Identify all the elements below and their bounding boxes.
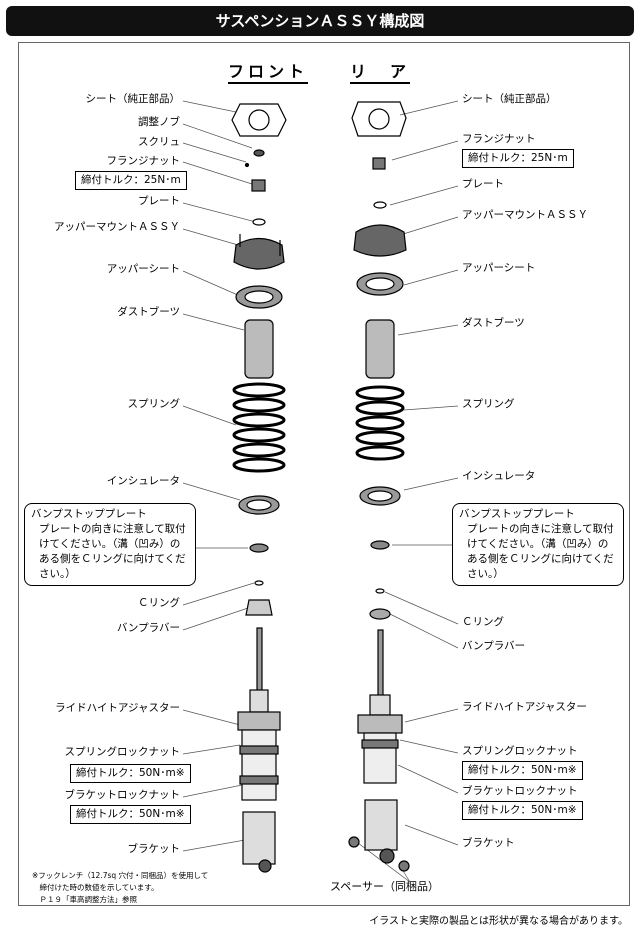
rear-label-bracket-lock: ブラケットロックナット [462, 785, 578, 797]
rear-label-c-ring: Ｃリング [462, 616, 504, 628]
rear-label-spacer: スペーサー（同梱品） [330, 880, 440, 893]
front-label-spring-lock: スプリングロックナット [64, 746, 181, 758]
front-label-bracket: ブラケット [127, 843, 181, 855]
callout-line: プレートの向きに注意して取付 [39, 523, 186, 535]
bump-stop-callout-rear: バンプストッププレート プレートの向きに注意して取付 けてください。（溝（凹み）… [452, 503, 624, 586]
leader-lines [182, 100, 459, 883]
callout-line: けてください。（溝（凹み）の [467, 538, 609, 550]
rear-header: リ ア [350, 62, 411, 84]
rear-label-bracket: ブラケット [462, 837, 515, 849]
rear-label-spring-lock: スプリングロックナット [462, 745, 578, 757]
front-label-knob: 調整ノブ [138, 116, 180, 128]
rear-torque-spring-lock: 締付トルク：50N･m※ [462, 761, 583, 780]
front-label-seat: シート（純正部品） [85, 93, 181, 105]
front-label-bump-rubber: バンプラバー [116, 622, 180, 634]
callout-line: けてください。（溝（凹み）の [39, 538, 181, 550]
note-line: 締付けた時の数値を示しています。 [32, 883, 159, 892]
front-header: フロント [228, 62, 309, 84]
bump-stop-callout-front: バンプストッププレート プレートの向きに注意して取付 けてください。（溝（凹み）… [24, 503, 196, 586]
front-label-screw: スクリュ [138, 136, 180, 148]
rear-label-flange-nut: フランジナット [462, 133, 536, 145]
callout-title: バンプストッププレート [31, 508, 147, 520]
diagram-panel [18, 42, 630, 906]
front-label-flange-nut: フランジナット [106, 155, 181, 167]
front-label-dust-boot: ダストブーツ [117, 306, 180, 318]
callout-line: ある側をＣリングに向けてくだ [39, 553, 186, 565]
note-line: Ｐ１９「車高調整方法」参照 [32, 895, 137, 904]
rear-label-plate: プレート [462, 178, 504, 190]
rear-label-upper-mount: アッパーマウントＡＳＳＹ [462, 209, 588, 221]
front-label-ride-height: ライドハイトアジャスター [55, 702, 180, 714]
front-label-bracket-lock: ブラケットロックナット [64, 789, 181, 801]
rear-label-dust-boot: ダストブーツ [462, 317, 525, 329]
front-torque-spring-lock: 締付トルク：50N･m※ [70, 764, 191, 783]
disclaimer: イラストと実際の製品とは形状が異なる場合があります。 [369, 916, 628, 927]
rear-label-upper-seat: アッパーシート [462, 262, 536, 274]
front-label-upper-mount: アッパーマウントＡＳＳＹ [54, 221, 180, 233]
front-label-spring: スプリング [127, 398, 181, 410]
callout-line: さい。） [467, 568, 504, 580]
rear-label-spring: スプリング [462, 398, 515, 410]
torque-note: ※フックレンチ（12.7sq 穴付・同梱品）を使用して 締付けた時の数値を示して… [32, 870, 208, 906]
callout-line: ある側をＣリングに向けてくだ [467, 553, 614, 565]
rear-torque-bracket-lock: 締付トルク：50N･m※ [462, 801, 583, 820]
front-label-upper-seat: アッパーシート [106, 263, 180, 275]
page-title: サスペンションＡＳＳＹ構成図 [6, 6, 634, 36]
front-torque-bracket-lock: 締付トルク：50N･m※ [70, 805, 191, 824]
front-label-insulator: インシュレータ [106, 475, 180, 487]
rear-label-ride-height: ライドハイトアジャスター [462, 701, 587, 713]
rear-label-insulator: インシュレータ [462, 470, 536, 482]
rear-label-bump-rubber: バンプラバー [462, 640, 526, 652]
callout-line: さい。） [39, 568, 76, 580]
callout-line: プレートの向きに注意して取付 [467, 523, 614, 535]
front-torque-flange: 締付トルク：25N･m [75, 171, 187, 190]
rear-torque-flange: 締付トルク：25N･m [462, 149, 574, 168]
front-label-plate: プレート [138, 195, 180, 207]
front-label-c-ring: Ｃリング [138, 597, 180, 609]
rear-label-seat: シート（純正部品） [462, 93, 557, 105]
callout-title: バンプストッププレート [459, 508, 575, 520]
note-line: ※フックレンチ（12.7sq 穴付・同梱品）を使用して [32, 871, 209, 880]
